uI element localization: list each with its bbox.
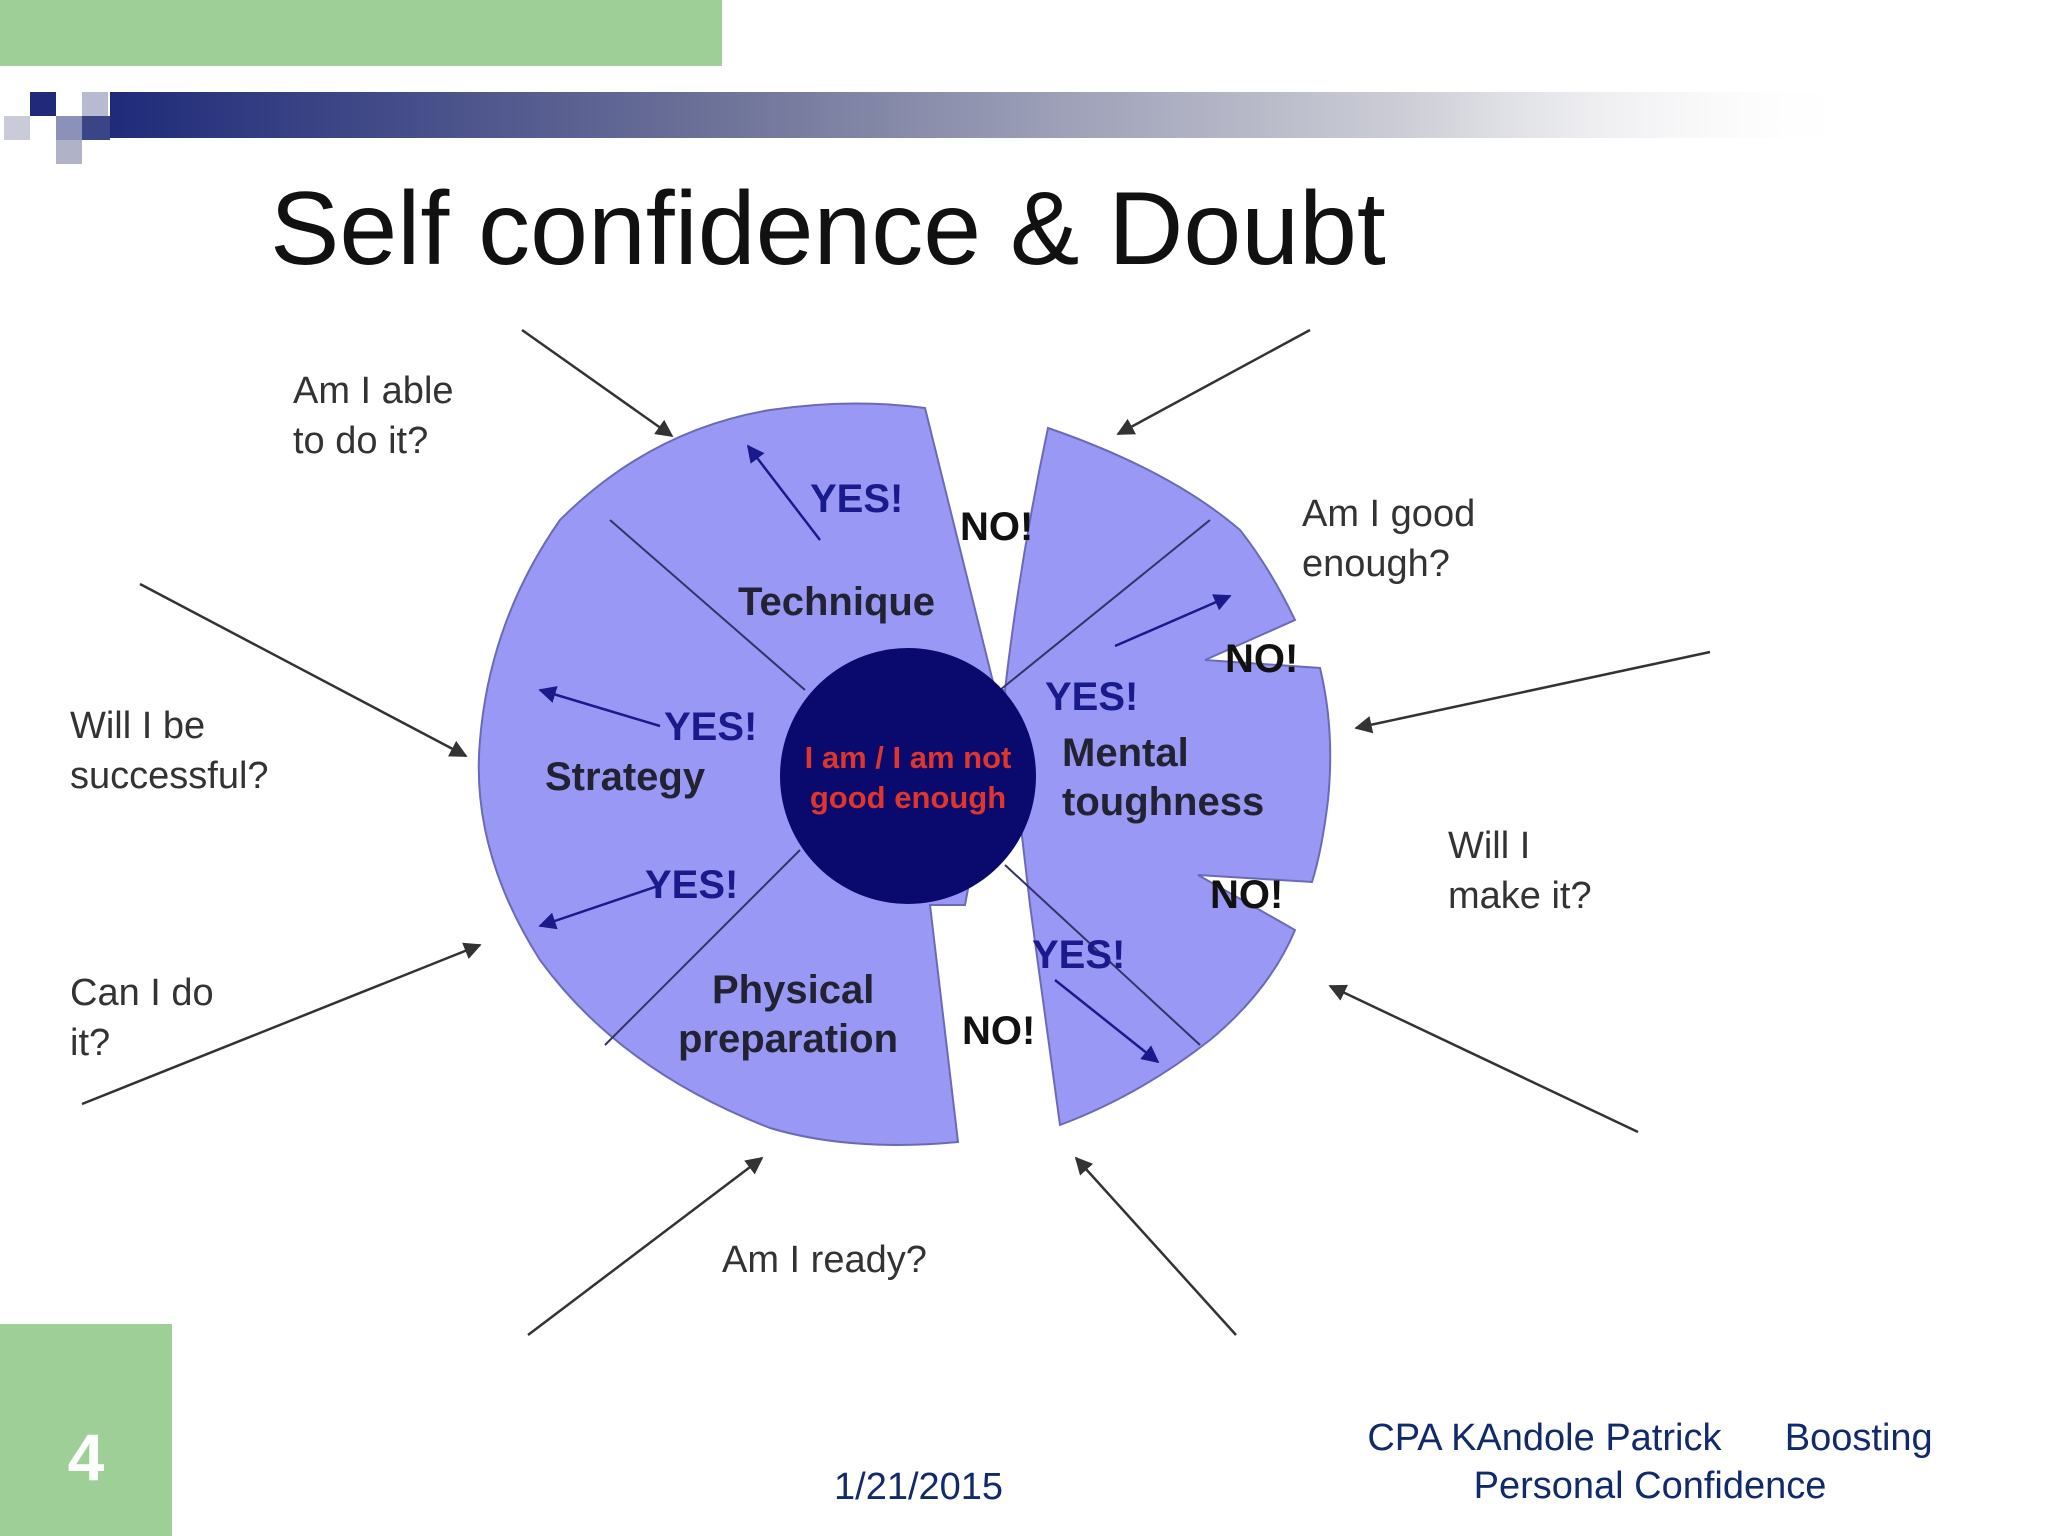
question-arrow: [1074, 1156, 1237, 1336]
yes-label: YES!: [645, 863, 738, 907]
question-make-line2: make it?: [1448, 875, 1592, 917]
footer-credit-line1: CPA KAndole Patrick Boosting: [1367, 1417, 1933, 1459]
question-arrow: [527, 1156, 764, 1336]
question-arrow: [139, 582, 468, 758]
question-good-line2: enough?: [1302, 543, 1450, 585]
question-good-line1: Am I good: [1302, 493, 1475, 535]
question-can-line2: it?: [70, 1022, 110, 1064]
slide-title: Self confidence & Doubt: [270, 171, 1386, 287]
no-label: NO!: [960, 505, 1033, 549]
header-gradient-band: [4, 92, 1860, 164]
center-text-line1: I am / I am not: [805, 740, 1012, 775]
footer-date: 1/21/2015: [834, 1466, 1004, 1508]
yes-label: YES!: [810, 477, 903, 521]
yes-arrow: [538, 686, 661, 728]
yes-arrow: [538, 884, 659, 930]
question-can-line1: Can I do: [70, 972, 214, 1014]
segment-label-strategy: Strategy: [545, 755, 706, 799]
no-label: NO!: [1225, 637, 1298, 681]
question-arrow: [1354, 650, 1711, 734]
right-wheel-segment: [1003, 426, 1332, 1127]
left-wheel-segment: [477, 402, 1007, 1146]
segment-label-preparation: preparation: [678, 1017, 898, 1061]
yes-label: YES!: [664, 705, 757, 749]
page-number-box: [0, 1324, 172, 1536]
no-label: NO!: [1210, 873, 1283, 917]
center-text-line2: good enough: [810, 780, 1006, 815]
question-arrow: [81, 942, 482, 1106]
question-make-line1: Will I: [1448, 825, 1530, 867]
yes-arrow: [746, 444, 821, 541]
footer-credit: CPA KAndole Patrick Boosting Personal Co…: [1320, 1414, 1980, 1510]
center-circle: [780, 648, 1036, 904]
segment-label-mental: Mental: [1062, 731, 1189, 775]
divider-line: [609, 519, 806, 691]
question-able-line1: Am I able: [293, 370, 454, 412]
divider-line: [604, 849, 801, 1046]
question-arrow: [1116, 328, 1311, 436]
top-accent-bar: [0, 0, 722, 66]
segment-label-toughness: toughness: [1062, 780, 1264, 824]
segment-label-technique: Technique: [738, 580, 935, 624]
footer-credit-line2: Personal Confidence: [1473, 1465, 1827, 1507]
divider-line: [1004, 864, 1201, 1046]
segment-label-physical: Physical: [712, 968, 874, 1012]
page-number: 4: [67, 1420, 105, 1494]
question-arrow: [521, 328, 674, 438]
question-ready: Am I ready?: [722, 1239, 927, 1281]
question-successful-line2: successful?: [70, 755, 269, 797]
question-successful-line1: Will I be: [70, 705, 205, 747]
question-arrow: [1328, 984, 1639, 1134]
no-label: NO!: [962, 1009, 1035, 1053]
yes-label: YES!: [1032, 933, 1125, 977]
yes-label: YES!: [1045, 675, 1138, 719]
divider-line: [999, 519, 1211, 691]
yes-arrow: [1114, 594, 1232, 648]
yes-arrow: [1054, 979, 1160, 1064]
confidence-diagram: I am / I am not good enough Technique St…: [70, 328, 1711, 1336]
question-able-line2: to do it?: [293, 420, 428, 462]
